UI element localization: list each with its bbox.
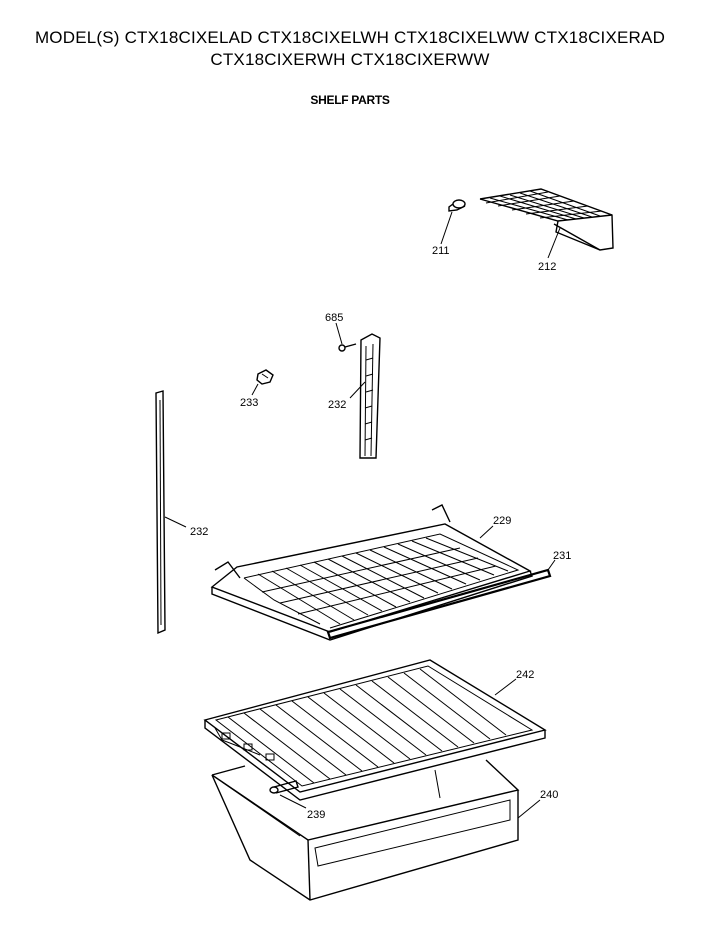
label-685: 685 bbox=[325, 312, 343, 324]
part-232-left-rail bbox=[155, 390, 187, 635]
model-list-line-1: MODEL(S) CTX18CIXELAD CTX18CIXELWH CTX18… bbox=[34, 28, 666, 47]
part-211-shelf-plug bbox=[440, 199, 466, 245]
part-229-main-shelf bbox=[210, 504, 533, 641]
label-242: 242 bbox=[516, 669, 534, 681]
label-232-left: 232 bbox=[190, 526, 208, 538]
section-title: SHELF PARTS bbox=[310, 93, 390, 107]
part-242-crisper-cover bbox=[203, 659, 547, 801]
part-212-wire-shelf bbox=[479, 188, 614, 259]
label-233: 233 bbox=[240, 397, 258, 409]
label-211: 211 bbox=[432, 245, 450, 257]
part-233-clip bbox=[251, 369, 274, 396]
label-239: 239 bbox=[307, 809, 325, 821]
part-685-screw bbox=[335, 322, 357, 352]
part-239-roller bbox=[269, 780, 307, 809]
part-240-crisper-drawer bbox=[211, 759, 541, 901]
part-232-upper-rail bbox=[349, 333, 381, 459]
model-list-line-2: CTX18CIXERWH CTX18CIXERWW bbox=[210, 50, 490, 69]
label-231: 231 bbox=[553, 550, 571, 562]
label-229: 229 bbox=[493, 515, 511, 527]
label-240: 240 bbox=[540, 789, 558, 801]
part-231-trim-strip bbox=[326, 559, 556, 640]
label-212: 212 bbox=[538, 261, 556, 273]
label-232-upper: 232 bbox=[328, 399, 346, 411]
